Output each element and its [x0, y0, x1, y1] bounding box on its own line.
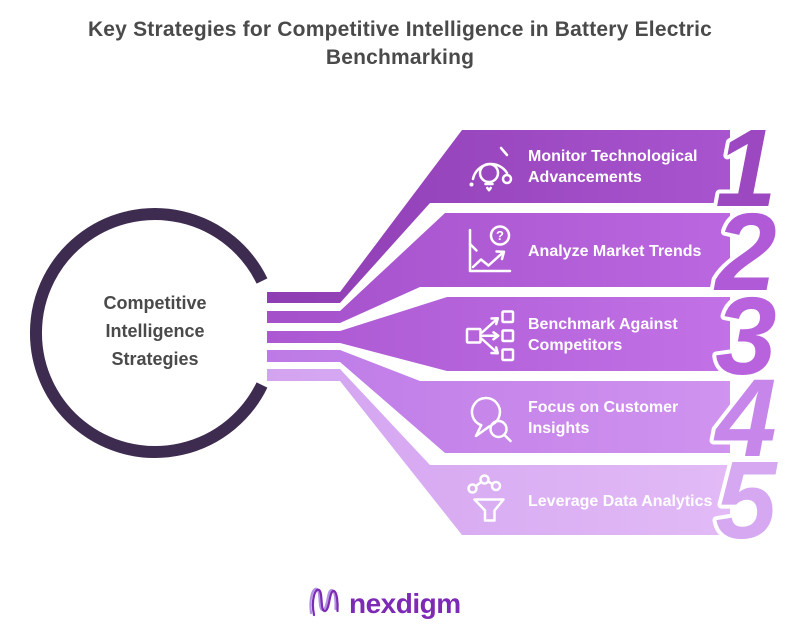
ribbon-shape — [267, 213, 730, 323]
svg-text:?: ? — [496, 228, 504, 243]
strategy-band-1: Monitor Technological Advancements 1 — [267, 103, 781, 303]
page-title: Key Strategies for Competitive Intellige… — [87, 18, 713, 70]
ribbon-shape — [267, 350, 730, 453]
strategy-label-line: Monitor Technological — [528, 148, 697, 165]
strategy-number: 1 — [715, 107, 776, 230]
ribbon-shape — [267, 130, 730, 303]
strategy-label-line: Competitors — [528, 337, 622, 354]
strategy-circle-ring — [30, 208, 268, 458]
strategy-label-line: Focus on Customer — [528, 399, 678, 416]
strategy-band-2: ? Analyze Market Trends 2 — [267, 187, 781, 323]
strategy-band-3: Benchmark Against Competitors 3 — [267, 271, 781, 402]
strategy-label-line: Advancements — [528, 169, 642, 186]
strategy-band-5: Leverage Data Analytics 5 — [267, 369, 782, 566]
strategy-label-line: Benchmark Against — [528, 316, 678, 333]
logo: nexdigm — [0, 580, 800, 626]
strategy-label-line: Insights — [528, 420, 589, 437]
customer-insights-search-icon — [470, 396, 512, 443]
innovation-lightbulb-icon — [469, 146, 513, 192]
ribbon-shape — [267, 297, 730, 371]
strategy-number: 5 — [715, 439, 778, 562]
benchmark-flowchart-icon — [465, 310, 515, 362]
strategy-band-4: Focus on Customer Insights 4 — [267, 350, 781, 484]
strategy-number: 2 — [713, 191, 776, 314]
strategy-number: 3 — [715, 275, 776, 398]
logo-text: nexdigm — [349, 588, 461, 619]
strategy-label-line: Analyze Market Trends — [528, 243, 702, 260]
market-trends-chart-icon: ? — [468, 225, 512, 273]
data-analytics-funnel-icon — [467, 474, 505, 522]
strategy-number: 4 — [713, 357, 776, 480]
strategy-label-line: Leverage Data Analytics — [528, 493, 712, 510]
ribbon-shape — [267, 369, 730, 535]
nexdigm-logo-mark-icon — [309, 587, 339, 617]
circle-label: Competitive Intelligence Strategies — [103, 293, 207, 369]
